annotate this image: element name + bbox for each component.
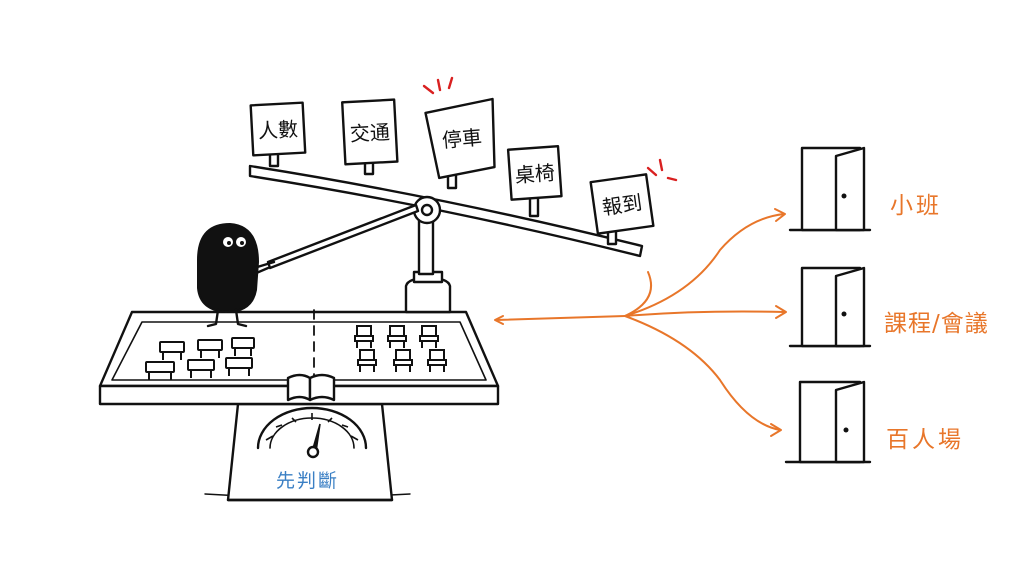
factor-label: 報到 [601, 190, 644, 219]
scale-base [226, 402, 394, 502]
factor-card-5: 報到 [589, 173, 655, 246]
route-arrow-hundred-person [624, 315, 781, 431]
factor-card-4: 桌椅 [506, 145, 563, 218]
factor-card-3: 停車 [424, 97, 496, 190]
door-icon [788, 266, 872, 348]
balance-beam [248, 164, 644, 258]
character [197, 222, 276, 328]
door-icon [784, 380, 872, 464]
factor-card-1: 人數 [249, 101, 307, 168]
chair-icons [354, 325, 447, 372]
route-arrow-course-meeting [624, 310, 785, 317]
factor-label: 停車 [441, 125, 483, 152]
book-icon [286, 373, 336, 402]
factor-label: 人數 [257, 117, 298, 143]
route-arrow-small-class [624, 213, 785, 317]
route-label-hundred-person: 百人場 [886, 427, 964, 453]
pivot-icon [412, 195, 442, 225]
route-arrows [494, 208, 787, 437]
factor-card-2: 交通 [341, 98, 399, 176]
factor-label: 交通 [349, 120, 390, 146]
route-arrow-back [495, 315, 626, 321]
highlight-marks [422, 76, 678, 182]
scale-label: 先判斷 [276, 470, 340, 492]
scale-dial [256, 406, 368, 450]
desk-icons [145, 337, 255, 380]
door-icon [788, 146, 872, 232]
pointer-stick [266, 203, 420, 270]
route-label-course-meeting: 課程/會議 [884, 311, 989, 337]
route-label-small-class: 小班 [890, 193, 942, 219]
scale-pillar [404, 218, 452, 314]
factor-label: 桌椅 [514, 161, 556, 188]
